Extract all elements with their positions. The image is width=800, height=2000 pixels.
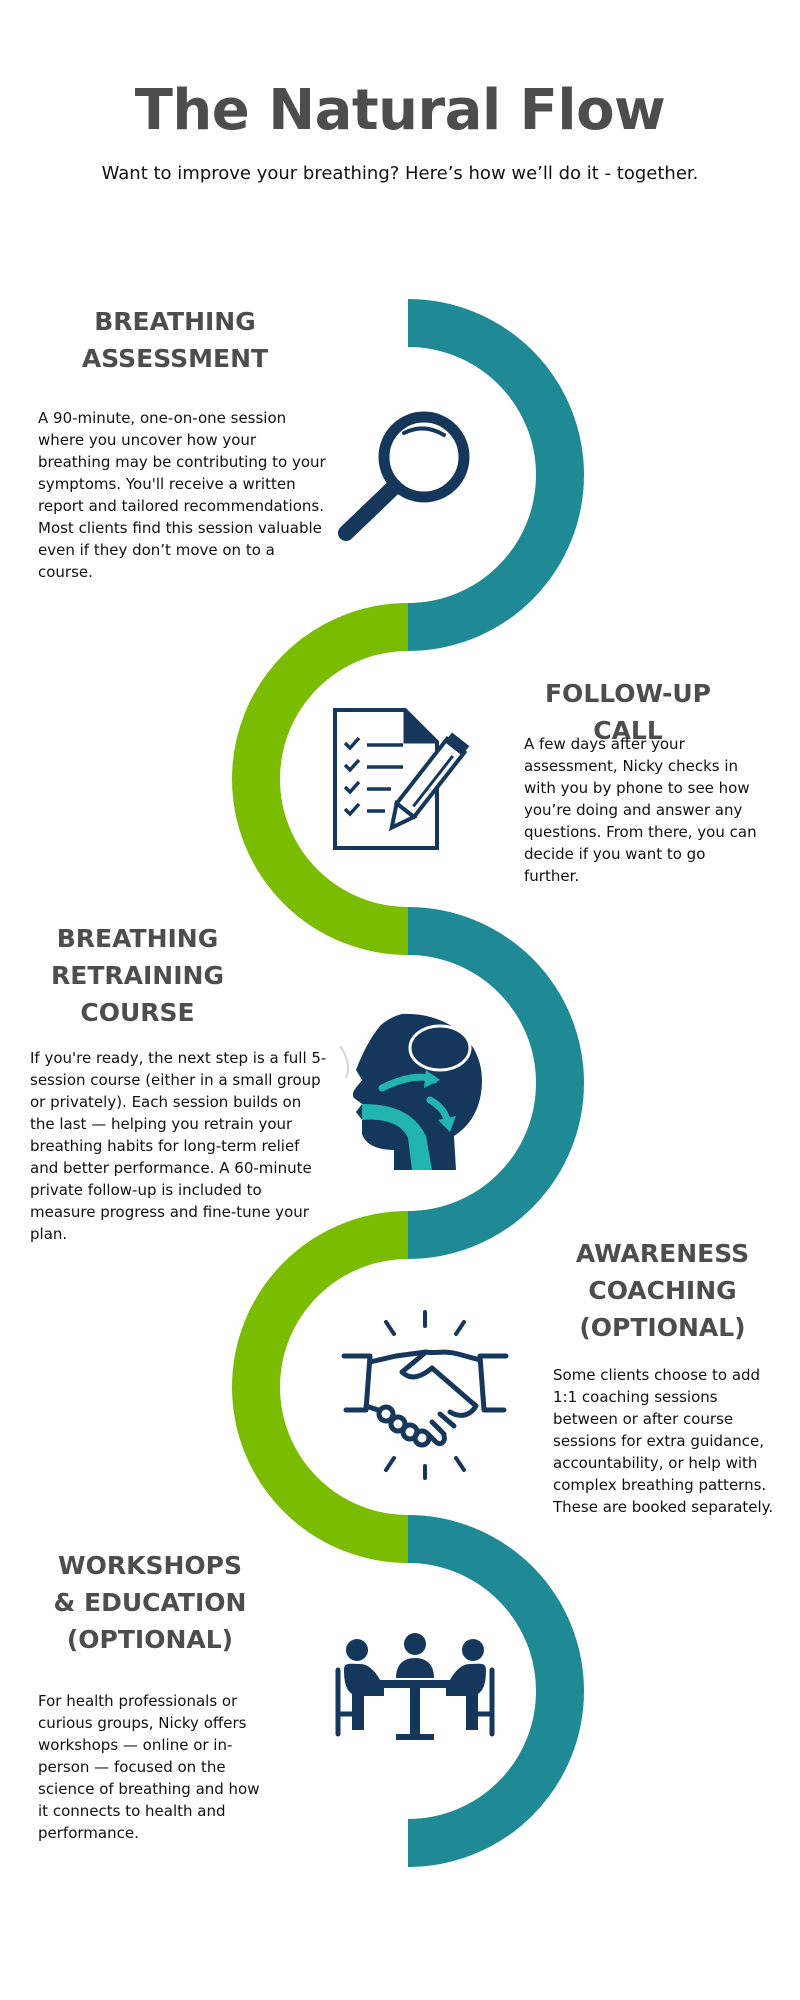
step-2-heading: FOLLOW-UP CALL [544, 679, 711, 745]
step-5-heading: WORKSHOPS & EDUCATION (OPTIONAL) [53, 1551, 247, 1654]
handshake-icon [341, 1310, 509, 1480]
wave-segment-3 [407, 907, 584, 1259]
step-2-body: A few days after your assessment, Nicky … [524, 735, 757, 885]
head-airway-icon [339, 1013, 482, 1170]
step-4-heading: AWARENESS COACHING (OPTIONAL) [575, 1239, 750, 1342]
meeting-group-icon [335, 1633, 495, 1740]
step-1-heading: BREATHING ASSESSMENT [81, 307, 269, 373]
step-3-body: If you're ready, the next step is a full… [30, 1049, 327, 1243]
step-5-body: For health professionals or curious grou… [38, 1692, 260, 1842]
page-subtitle: Want to improve your breathing? Here’s h… [101, 163, 699, 184]
wave-segment-2 [232, 603, 409, 955]
page-title: The Natural Flow [134, 78, 666, 143]
wave-segment-1 [407, 299, 584, 651]
magnifying-glass-icon [338, 411, 470, 541]
checklist-pen-icon [333, 708, 470, 850]
step-3-heading: BREATHING RETRAINING COURSE [51, 924, 224, 1027]
step-4-body: Some clients choose to add 1:1 coaching … [553, 1366, 774, 1516]
wave-segment-5 [407, 1515, 584, 1867]
wave-segment-4 [232, 1211, 409, 1563]
step-1-body: A 90-minute, one-on-one session where yo… [38, 409, 326, 581]
